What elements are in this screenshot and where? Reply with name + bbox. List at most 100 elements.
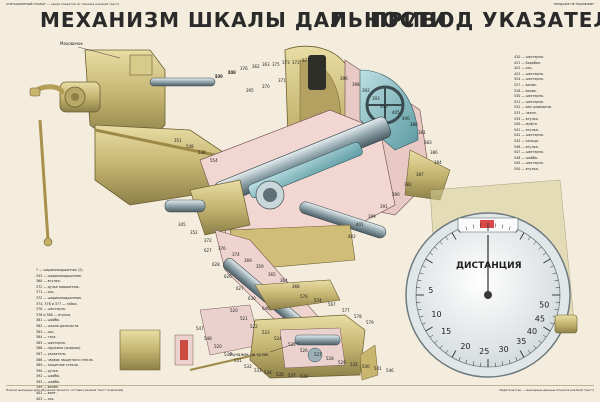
part-label: 546: [386, 368, 394, 373]
part-label: 405: [392, 110, 400, 115]
part-label: 528: [326, 356, 334, 361]
part-label: 395: [246, 88, 254, 93]
part-label: 567: [328, 302, 336, 307]
part-label: 534: [264, 370, 272, 375]
part-label: 548: [186, 144, 194, 149]
dial-number: 50: [539, 301, 549, 310]
dial-number: 5: [428, 286, 433, 295]
part-label: 527: [314, 352, 322, 357]
part-label: 554: [210, 158, 218, 163]
part-label: 399: [368, 214, 376, 219]
part-label: 521: [240, 316, 248, 321]
part-label: 525: [288, 342, 296, 347]
part-label: 398: [352, 82, 360, 87]
part-label: 523: [262, 330, 270, 335]
part-label: 548: [204, 336, 212, 341]
part-label: 540: [362, 364, 370, 369]
part-label: 520: [230, 308, 238, 313]
footer-left-note: Плакат выпущен для обучения личного сост…: [6, 388, 186, 392]
part-label: 345: [178, 222, 186, 227]
part-label: 396: [340, 76, 348, 81]
part-label: 536: [198, 150, 206, 155]
part-label: 402: [348, 234, 356, 239]
part-label: 364: [280, 278, 288, 283]
part-label: 376: [218, 246, 226, 251]
part-label: 400: [402, 116, 410, 121]
handwheel-callout: Маховичок: [60, 41, 83, 46]
part-label: 520: [214, 344, 222, 349]
part-label: 627: [236, 286, 244, 291]
dial-number: 30: [498, 345, 508, 354]
part-label: 377: [302, 58, 310, 63]
dial-number: 10: [431, 310, 441, 319]
part-label: 376: [240, 66, 248, 71]
part-label: 532: [244, 364, 252, 369]
part-label: 382: [404, 182, 412, 187]
part-label: 522: [250, 324, 258, 329]
part-label: 576: [300, 294, 308, 299]
part-label: 362: [252, 64, 260, 69]
part-label: 533: [254, 368, 262, 373]
handle-callout: Рычажок на кулак: [230, 352, 269, 357]
part-label: 371: [278, 78, 286, 83]
central-shaft-assembly: [165, 110, 395, 270]
part-label: 406: [380, 104, 388, 109]
part-label: 363: [262, 62, 270, 67]
dial-number: 45: [535, 315, 545, 324]
legend-right-item: 550 — втулка.: [514, 167, 552, 173]
legend-right: 420 — шестерня.421 — барабан.422 — ось.4…: [514, 55, 552, 172]
part-label: 390: [392, 192, 400, 197]
part-label: 579: [366, 320, 374, 325]
footer: Плакат выпущен для обучения личного сост…: [6, 385, 594, 398]
part-label: 359: [256, 264, 264, 269]
part-label: 531: [234, 358, 242, 363]
legend-left: 7 — шарикоподшипник (2).343 — шарикоподш…: [36, 268, 94, 402]
part-label: 627: [204, 248, 212, 253]
part-label: 387: [416, 172, 424, 177]
part-label: 529: [338, 360, 346, 365]
part-label: 537: [288, 373, 296, 378]
part-label: 524: [274, 336, 282, 341]
part-label: 368: [292, 284, 300, 289]
part-label: 540: [228, 70, 236, 75]
part-label: 369: [244, 258, 252, 263]
part-label: 380: [410, 122, 418, 127]
dial-number: 15: [441, 327, 451, 336]
title-conjunction: И: [330, 8, 348, 32]
part-label: 391: [380, 204, 388, 209]
part-label: 384: [434, 160, 442, 165]
part-label: 373: [282, 60, 290, 65]
part-label: 630: [248, 296, 256, 301]
dial-number: 40: [527, 327, 537, 336]
part-label: 392: [362, 88, 370, 93]
part-label: 530: [224, 352, 232, 357]
sale-stamp: ПРОДАЖЕ НЕ ПОДЛЕЖИТ: [554, 2, 594, 6]
part-label: 383: [424, 140, 432, 145]
title-right: ПРИВОД УКАЗАТЕЛЯ: [370, 8, 600, 32]
part-label: 375: [272, 62, 280, 67]
part-label: 532: [350, 362, 358, 367]
publisher-note: АГИТАЦИОННЫЙ ПЛАКАТ — серия плакатов по …: [6, 2, 256, 6]
part-label: 374: [232, 252, 240, 257]
part-label: 351: [174, 138, 182, 143]
part-label: 370: [262, 84, 270, 89]
part-label: 381: [418, 130, 426, 135]
dial-number: 35: [516, 337, 526, 346]
part-label: 547: [196, 326, 204, 331]
part-label: 578: [354, 314, 362, 319]
part-label: 372: [292, 60, 300, 65]
part-label: 526: [300, 348, 308, 353]
dial-number: 20: [460, 342, 470, 351]
part-label: 626: [224, 274, 232, 279]
part-label: 539: [215, 74, 223, 79]
part-label: 365: [268, 272, 276, 277]
part-label: 574: [314, 298, 322, 303]
part-label: 386: [430, 150, 438, 155]
footer-right-note: Издательство — выходные данные плаката (…: [424, 388, 594, 392]
part-label: 541: [374, 366, 382, 371]
part-label: 577: [342, 308, 350, 313]
part-label: 640: [262, 306, 270, 311]
part-label: 372: [204, 238, 212, 243]
